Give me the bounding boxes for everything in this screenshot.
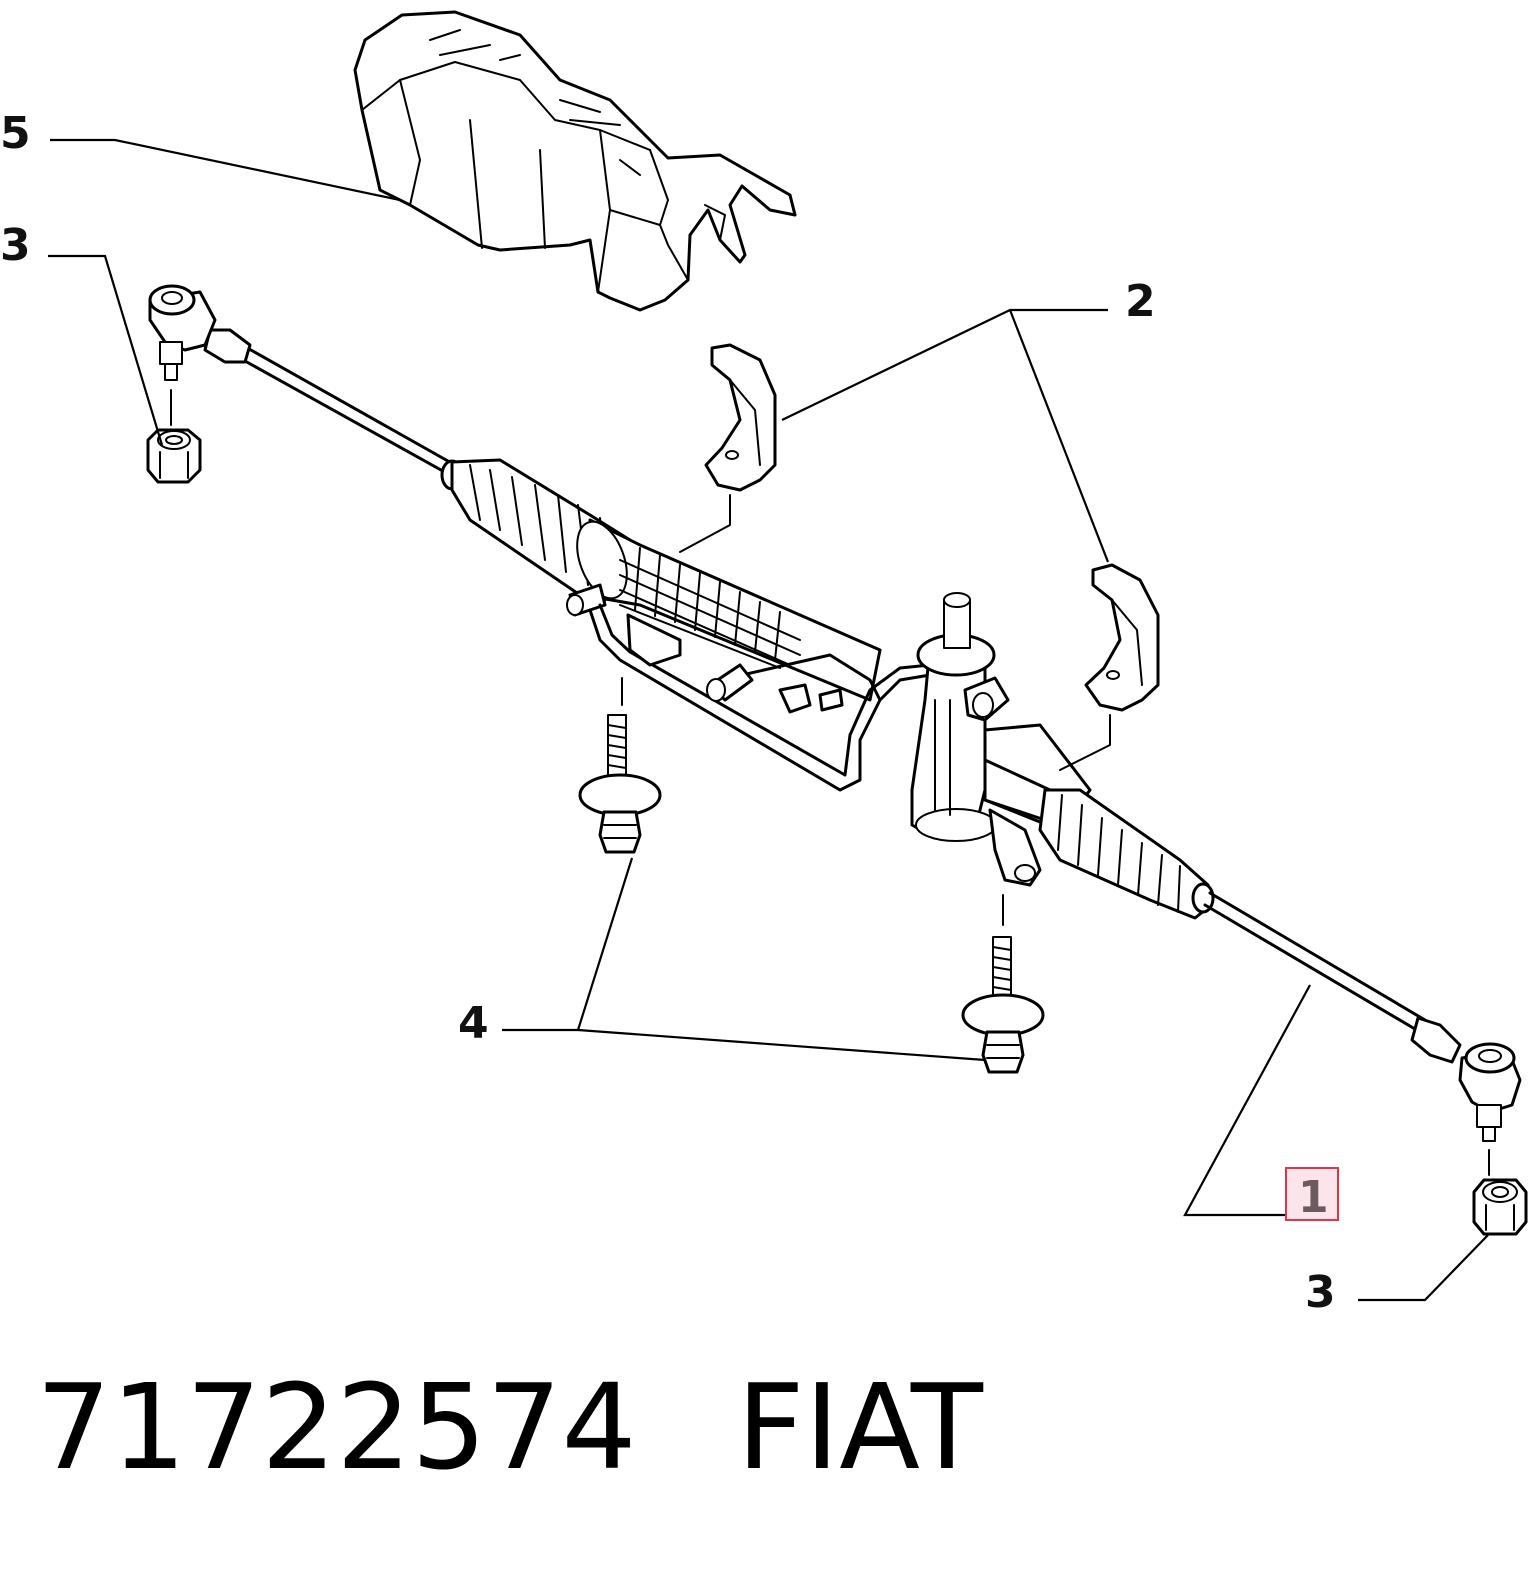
leader-3-right xyxy=(1358,1234,1489,1302)
heat-shield-part-5[interactable] xyxy=(353,10,797,312)
brand-name: FIAT xyxy=(736,1358,983,1496)
part-number: 71722574 xyxy=(36,1358,637,1496)
callout-5[interactable]: 5 xyxy=(0,108,31,159)
mounting-bolt-right-part-4[interactable] xyxy=(961,894,1045,1074)
leader-5 xyxy=(50,138,401,202)
leader-1 xyxy=(1183,984,1311,1217)
steering-rack-housing-part-1[interactable] xyxy=(440,458,1427,1034)
leader-3-left xyxy=(48,254,164,446)
leader-4 xyxy=(502,857,986,1062)
callout-4[interactable]: 4 xyxy=(458,998,489,1049)
tie-rod-end-right-part-3[interactable] xyxy=(1410,1016,1528,1236)
callout-1-highlight xyxy=(1285,1167,1339,1221)
callout-2[interactable]: 2 xyxy=(1125,276,1156,327)
callout-1[interactable]: 1 xyxy=(1298,1172,1329,1223)
tie-rod-end-left-part-3[interactable] xyxy=(146,284,457,484)
callout-3-left[interactable]: 3 xyxy=(0,220,31,271)
mounting-clamp-lower-part-2[interactable] xyxy=(1084,563,1160,712)
leader-lines xyxy=(48,138,1489,1302)
mounting-clamp-upper-part-2[interactable] xyxy=(704,343,777,492)
leader-2 xyxy=(781,308,1110,563)
callout-3-right[interactable]: 3 xyxy=(1305,1267,1336,1318)
mounting-bolt-left-part-4[interactable] xyxy=(578,677,662,854)
